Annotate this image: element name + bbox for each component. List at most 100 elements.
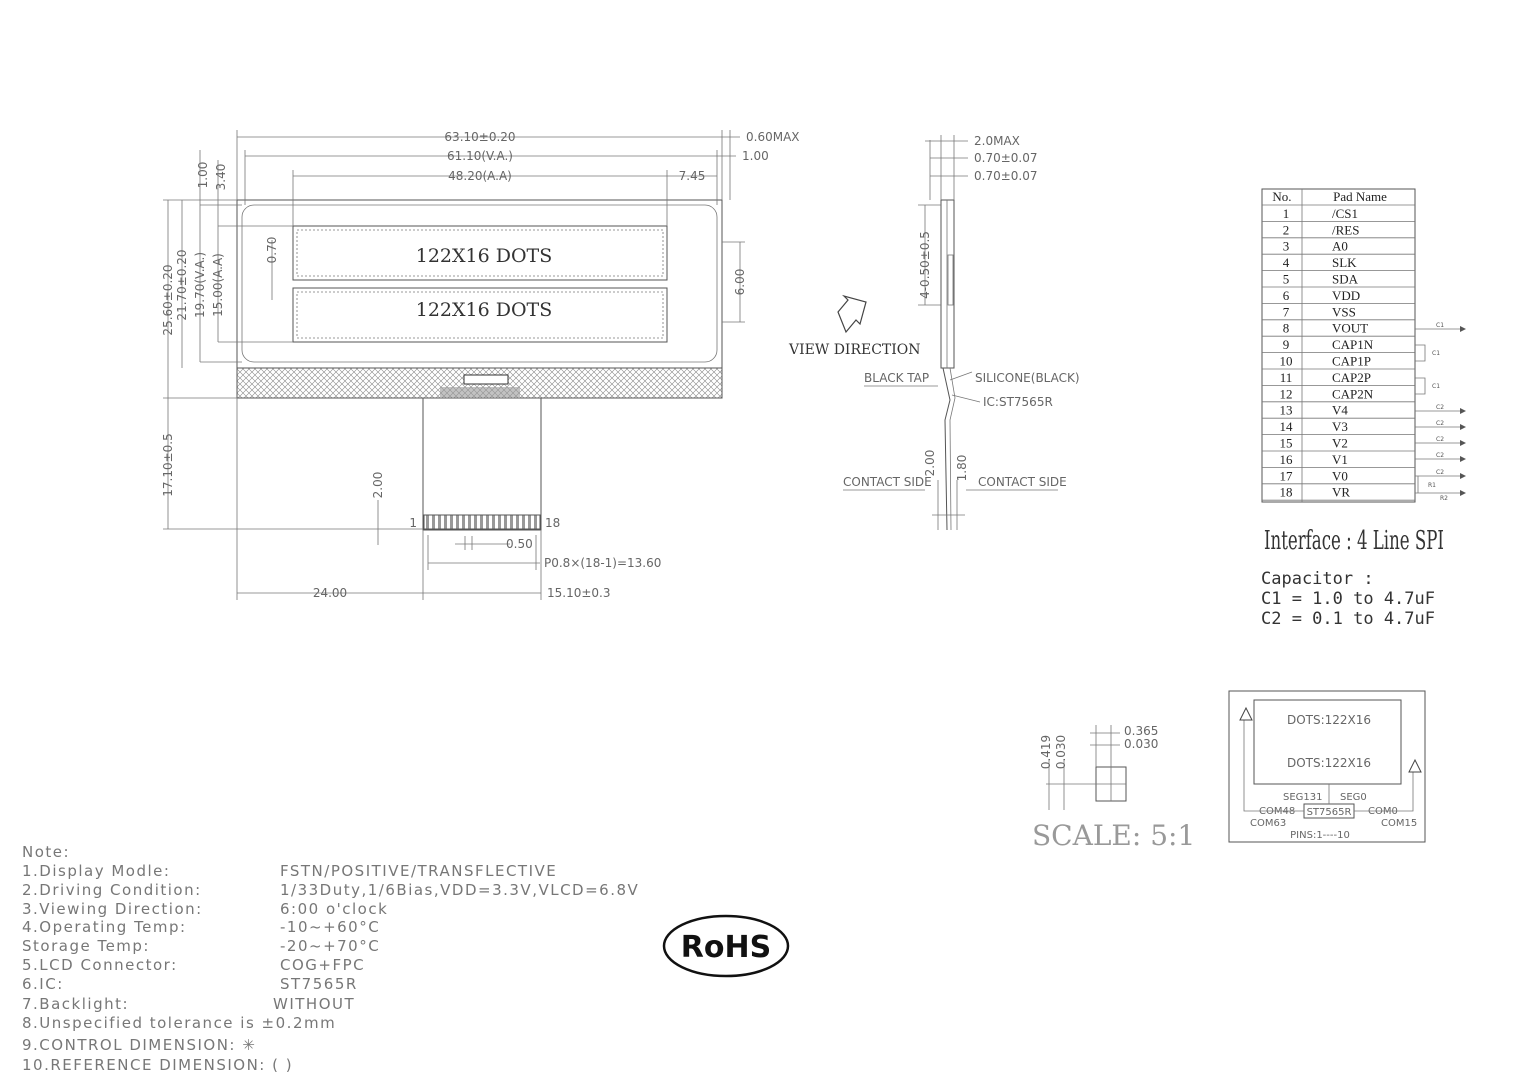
dim-top-a: 1.00 [196, 162, 210, 189]
table-cell-pad-name: /CS1 [1332, 206, 1358, 221]
svg-text:C2: C2 [1436, 404, 1444, 411]
rohs-badge [662, 914, 790, 978]
note-value: -10~+60°C [280, 918, 380, 936]
pin-last-label: 18 [545, 516, 560, 530]
dim-offset: 7.45 [679, 169, 706, 183]
table-cell-pad-name: V0 [1332, 468, 1348, 483]
dim-width: 63.10±0.20 [444, 130, 515, 144]
table-cell-pad-name: CAP2N [1332, 386, 1374, 401]
scale-dim-c: 0.419 [1039, 735, 1053, 769]
note-label: 7.Backlight: [22, 995, 129, 1013]
table-cell-no: 8 [1283, 321, 1290, 336]
dim-fpc-left: 24.00 [313, 586, 347, 600]
note-value: 1/33Duty,1/6Bias,VDD=3.3V,VLCD=6.8V [280, 881, 639, 899]
table-cell-pad-name: VSS [1332, 304, 1356, 319]
dim-pin-width: 0.50 [506, 537, 533, 551]
view-direction-arrow-icon [837, 294, 867, 334]
dim-height: 25.60±0.20 [161, 264, 175, 335]
side-dim-c: 0.70±0.07 [974, 169, 1038, 183]
table-cell-pad-name: V3 [1332, 419, 1348, 434]
table-cell-pad-name: V2 [1332, 436, 1348, 451]
dim-fpc-tail: 2.00 [371, 472, 385, 499]
scale-dim-d: 0.030 [1054, 735, 1068, 769]
note-item-8: 8.Unspecified tolerance is ±0.2mm [22, 1014, 336, 1032]
scale-dim-b: 0.030 [1124, 737, 1158, 751]
table-cell-no: 10 [1280, 354, 1293, 369]
table-cell-no: 13 [1280, 403, 1293, 418]
block-dots-2: DOTS:122X16 [1287, 756, 1371, 770]
side-dim-e: 2.00 [923, 450, 937, 477]
dim-gap: 0.70 [265, 237, 279, 264]
svg-text:R2: R2 [1440, 495, 1448, 502]
note-title: Note: [22, 843, 70, 861]
note-value: FSTN/POSITIVE/TRANSFLECTIVE [280, 862, 557, 880]
table-cell-pad-name: CAP1P [1332, 354, 1371, 369]
dots-label-2: 122X16 DOTS [416, 299, 553, 321]
block-com48: COM48 [1259, 806, 1295, 817]
table-cell-pad-name: CAP1N [1332, 337, 1374, 352]
side-dim-b: 0.70±0.07 [974, 151, 1038, 165]
viewing-area [241, 204, 718, 363]
glass-outline [236, 199, 723, 369]
block-com0: COM0 [1368, 806, 1398, 817]
side-dim-d: 4-0.50±0.5 [918, 231, 932, 299]
dim-side: 6.00 [733, 269, 747, 296]
black-tap-label: BLACK TAP [864, 371, 929, 385]
table-cell-no: 15 [1280, 436, 1293, 451]
contact-side-left: CONTACT SIDE [843, 475, 932, 489]
dim-fpc-length: 17.10±0.5 [161, 433, 175, 497]
svg-text:C2: C2 [1436, 436, 1444, 443]
note-value: COG+FPC [280, 956, 365, 974]
note-label: 5.LCD Connector: [22, 956, 178, 974]
table-cell-pad-name: CAP2P [1332, 370, 1371, 385]
dim-aa-h: 15.00(A.A) [211, 253, 225, 317]
silicone-label: SILICONE(BLACK) [975, 371, 1080, 385]
table-cell-pad-name: V4 [1332, 403, 1348, 418]
table-cell-no: 12 [1280, 386, 1293, 401]
block-pins: PINS:1----10 [1290, 830, 1350, 841]
table-cell-pad-name: A0 [1332, 239, 1348, 254]
note-item-10: 10.REFERENCE DIMENSION: ( ) [22, 1056, 293, 1074]
side-fpc [942, 367, 951, 531]
svg-text:C2: C2 [1436, 420, 1444, 427]
dim-max: 0.60MAX [746, 130, 800, 144]
capacitor-c1: C1 = 1.0 to 4.7uF [1261, 589, 1435, 609]
table-cell-no: 7 [1283, 304, 1290, 319]
table-cell-no: 1 [1283, 206, 1290, 221]
note-value: WITHOUT [273, 995, 355, 1013]
block-com63: COM63 [1250, 818, 1286, 829]
block-dots-1: DOTS:122X16 [1287, 713, 1371, 727]
active-area-2 [292, 287, 668, 343]
table-cell-pad-name: VDD [1332, 288, 1360, 303]
capacitor-c2: C2 = 0.1 to 4.7uF [1261, 609, 1435, 629]
dim-1: 1.00 [742, 149, 769, 163]
dim-va-h: 19.70(V.A.) [193, 252, 207, 318]
svg-text:C1: C1 [1432, 383, 1440, 390]
block-ic: ST7565R [1307, 807, 1352, 818]
svg-text:C1: C1 [1432, 350, 1440, 357]
table-cell-no: 3 [1283, 239, 1290, 254]
note-label: 2.Driving Condition: [22, 881, 202, 899]
table-header-pad-name: Pad Name [1333, 189, 1387, 204]
svg-text:R1: R1 [1428, 482, 1436, 489]
scale-detail: 0.365 0.030 0.419 0.030 SCALE: 5:1 [1032, 724, 1195, 852]
side-glass [940, 199, 955, 369]
front-view: 122X16 DOTS 122X16 DOTS 1 18 63.10±0.20 … [161, 130, 800, 600]
note-value: -20~+70°C [280, 937, 380, 955]
table-cell-no: 14 [1280, 419, 1294, 434]
table-cell-pad-name: VR [1332, 485, 1350, 500]
interface-label: Interface : 4 Line SPI [1264, 526, 1444, 556]
table-cell-pad-name: VOUT [1332, 321, 1368, 336]
dim-top-b: 3.40 [214, 164, 228, 191]
cap-schematic [1415, 328, 1460, 494]
dim-pitch: P0.8×(18-1)=13.60 [544, 556, 661, 570]
dim-h2: 21.70±0.20 [175, 249, 189, 320]
scale-dim-a: 0.365 [1124, 724, 1158, 738]
ic-label: IC:ST7565R [983, 395, 1053, 409]
capacitor-title: Capacitor : [1261, 569, 1374, 589]
svg-text:C2: C2 [1436, 469, 1444, 476]
block-diagram: DOTS:122X16 DOTS:122X16 ST7565R SEG131 S… [1228, 690, 1426, 843]
side-dim-f: 1.80 [955, 455, 969, 482]
note-label: 6.IC: [22, 975, 64, 993]
